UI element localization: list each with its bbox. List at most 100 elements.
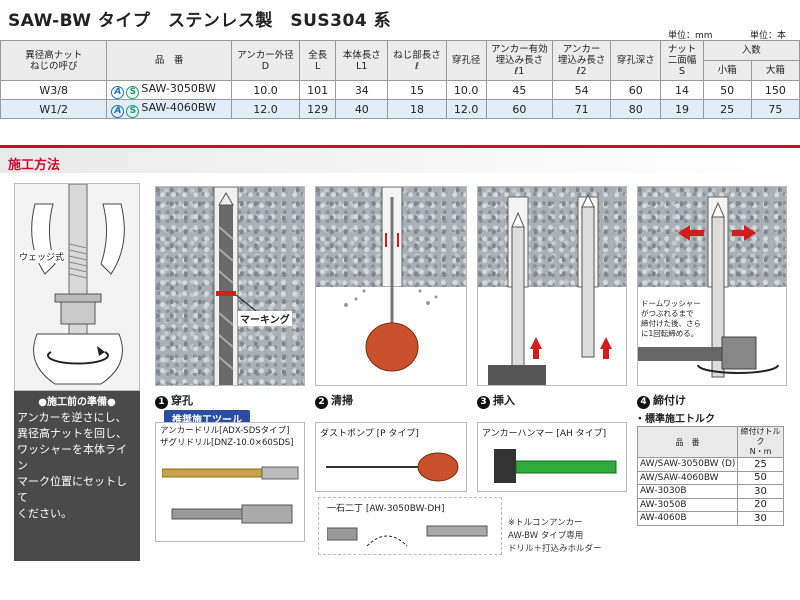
dust-pump-illustration	[316, 187, 466, 385]
spec-table: 異径高ナット ねじの呼び 品 番 アンカー外径 D 全長 L 本体長さ L1 ね…	[0, 40, 800, 119]
cell-eff-embed: 45	[485, 80, 553, 100]
cell-embed: 71	[551, 99, 612, 119]
col-body: 本体長さ L1	[335, 40, 389, 81]
drill-bits-icon	[162, 466, 299, 524]
step-clean-illustration	[315, 186, 467, 386]
torque-part: AW-3030B	[637, 484, 738, 499]
cell-large-box: 150	[750, 80, 800, 100]
torque-value: 50	[737, 470, 784, 485]
cell-depth: 60	[610, 80, 662, 100]
section-header-bar	[0, 145, 800, 173]
prep-illustration: ウェッジ式	[14, 183, 140, 391]
cell-length: 101	[299, 80, 337, 100]
step-number: 3	[477, 396, 490, 409]
combo-tool-icon	[327, 525, 488, 547]
cell-nut-width: 14	[660, 80, 704, 100]
page-title: SAW-BW タイプ ステンレス製 SUS304 系	[8, 11, 392, 31]
hammer-tool-box: アンカーハンマー [AH タイプ]	[477, 422, 627, 492]
col-length: 全長 L	[299, 40, 337, 81]
step-text: 挿入	[493, 394, 515, 407]
cell-embed: 54	[551, 80, 612, 100]
prep-note-box: ●施工前の準備● アンカーを逆さにし、 異径高ナットを回し、 ワッシャーを本体ラ…	[14, 391, 140, 561]
wrench-illustration	[638, 196, 786, 385]
combo-tool-label: 一石二丁 [AW-3050BW-DH]	[327, 504, 445, 514]
drill-bit-illustration	[213, 187, 257, 385]
torque-value: 30	[737, 511, 784, 526]
cell-thread: 18	[387, 99, 447, 119]
torque-value: 25	[737, 457, 784, 472]
wedge-label: ウェッジ式	[19, 250, 65, 263]
torque-part: AW/SAW-3050BW (D)	[637, 457, 738, 472]
cell-drill: 10.0	[445, 80, 487, 100]
step-insert-illustration	[477, 186, 627, 386]
marking-label: マーキング	[238, 311, 292, 326]
cell-small-box: 25	[702, 99, 752, 119]
col-embed: アンカー 埋込み長さ ℓ2	[551, 40, 612, 81]
anchor-hand-illustration	[31, 184, 125, 385]
cell-thread: 15	[387, 80, 447, 100]
cell-body: 40	[335, 99, 389, 119]
drill-tool-label: アンカードリル[ADX-SDSタイプ] ザグリドリル[DNZ-10.0×60SD…	[160, 426, 294, 448]
section-title: 施工方法	[8, 158, 61, 173]
col-diameter: アンカー外径 D	[230, 40, 301, 81]
cell-large-box: 75	[750, 99, 800, 119]
logo-s-icon: S	[126, 85, 140, 99]
step-text: 締付け	[653, 394, 686, 407]
col-qty: 入数	[702, 40, 800, 61]
col-nut-width: ナット 二面幅 S	[660, 40, 704, 81]
torque-part: AW-4060B	[637, 511, 738, 526]
col-eff-embed: アンカー有効 埋込み長さ ℓ1	[485, 40, 553, 81]
cell-small-box: 50	[702, 80, 752, 100]
dust-pump-icon	[326, 452, 459, 482]
torque-value: 30	[737, 484, 784, 499]
step-number: 4	[637, 396, 650, 409]
combo-note: ※トルコンアンカー AW-BW タイプ専用 ドリル＋打込みホルダー	[508, 518, 602, 554]
step-drill-illustration: マーキング	[155, 186, 305, 386]
anchor-insert-illustration	[478, 193, 626, 385]
step-tighten-illustration: ドームワッシャー がつぶれるまで 締付けた後、さら に1回転締める。	[637, 186, 787, 386]
hammer-tool-label: アンカーハンマー [AH タイプ]	[482, 429, 607, 439]
cell-body: 34	[335, 80, 389, 100]
logo-s-icon: S	[126, 104, 140, 118]
part-number: SAW-4060BW	[141, 100, 216, 114]
drill-tool-box: アンカードリル[ADX-SDSタイプ] ザグリドリル[DNZ-10.0×60SD…	[155, 422, 305, 542]
step-text: 穿孔	[171, 394, 193, 407]
logo-a-icon: A	[111, 104, 125, 118]
torque-col-part: 品 番	[637, 426, 738, 458]
cell-nut: W1/2	[0, 99, 108, 119]
cell-length: 129	[299, 99, 337, 119]
part-number: SAW-3050BW	[141, 81, 216, 95]
step-number: 1	[155, 396, 168, 409]
torque-heading: ・標準施工トルク	[635, 414, 715, 425]
unit-mm: 単位：mm	[668, 31, 713, 41]
col-large-box: 大箱	[750, 60, 800, 81]
col-thread: ねじ部長さ ℓ	[387, 40, 447, 81]
prep-body: アンカーを逆さにし、 異径高ナットを回し、 ワッシャーを本体ライン マーク位置に…	[17, 411, 127, 520]
step-text: 清掃	[331, 394, 353, 407]
cell-eff-embed: 60	[485, 99, 553, 119]
torque-part: AW/SAW-4060BW	[637, 470, 738, 485]
hammer-icon	[494, 449, 617, 483]
col-small-box: 小箱	[702, 60, 752, 81]
step-number: 2	[315, 396, 328, 409]
table-row: AW/SAW-3050BW (D)25	[637, 457, 784, 472]
cell-drill: 12.0	[445, 99, 487, 119]
combo-tool-box: 一石二丁 [AW-3050BW-DH]	[318, 497, 502, 555]
cell-nut: W3/8	[0, 80, 108, 100]
pump-tool-box: ダストポンプ [P タイプ]	[315, 422, 467, 492]
unit-count: 単位：本	[750, 31, 787, 41]
col-drill: 穿孔径	[445, 40, 487, 81]
torque-col-value: 締付けトルク N・m	[737, 426, 784, 458]
cell-nut-width: 19	[660, 99, 704, 119]
col-depth: 穿孔深さ	[610, 40, 662, 81]
